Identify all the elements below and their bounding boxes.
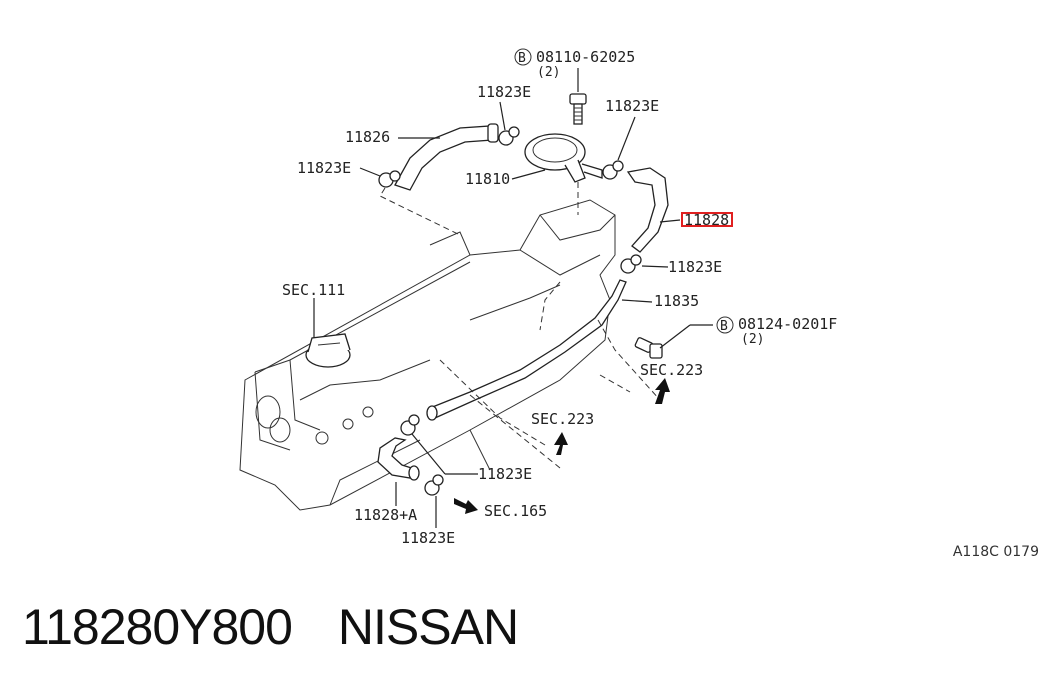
label-clamp-right-top: 11823E (605, 97, 659, 115)
callout-labels: B 08110-62025 (2) 11823E 11823E 11826 11… (282, 48, 837, 547)
clamp-bottom (424, 474, 444, 496)
highlight-box (681, 212, 733, 227)
parts-diagram: B 08110-62025 (2) 11823E 11823E 11826 11… (239, 48, 837, 547)
label-bolt-top-qty: (2) (537, 65, 560, 80)
clamp-left (378, 170, 401, 188)
label-clamp-mid-right: 11823E (668, 258, 722, 276)
pcv-valve-11810 (524, 133, 603, 183)
clamp-mid-right (620, 254, 642, 274)
bolt-symbol-right: B (720, 319, 728, 334)
hose-11826 (394, 123, 499, 191)
label-hose-11828: 11828 (684, 211, 729, 229)
label-bolt-top: 08110-62025 (536, 48, 635, 66)
label-sec-111: SEC.111 (282, 281, 345, 299)
label-sec-165: SEC.165 (484, 502, 547, 520)
clamp-left-top (498, 126, 520, 146)
hose-11828a (377, 437, 420, 481)
arrow-down-right-icon (454, 498, 478, 514)
label-bolt-right: 08124-0201F (738, 315, 837, 333)
bolt-symbol-circle-top (514, 48, 532, 66)
label-clamp-low: 11823E (478, 465, 532, 483)
label-bolt-right-qty: (2) (741, 332, 764, 347)
brand-name: NISSAN (337, 599, 519, 655)
clamp-right-top (602, 160, 624, 180)
part-number: 118280Y800 (22, 599, 293, 655)
label-clamp-bottom: 11823E (401, 529, 455, 547)
label-clamp-left-top: 11823E (477, 83, 531, 101)
oil-filler-cap (305, 333, 351, 368)
footer-title: 118280Y800 NISSAN (22, 598, 519, 658)
bolt-right (634, 337, 663, 359)
label-clamp-left: 11823E (297, 159, 351, 177)
label-sec-223-right: SEC.223 (640, 361, 703, 379)
dashed-lines (379, 182, 661, 469)
arrows (454, 378, 670, 514)
bolt-top (569, 93, 587, 125)
clamp-low (400, 414, 420, 436)
arrow-up-right-icon (655, 378, 670, 404)
diagram-code: A118C 0179 (952, 544, 1039, 560)
label-sec-223-mid: SEC.223 (531, 410, 594, 428)
tube-11835 (426, 279, 627, 421)
bolt-symbol-top: B (518, 51, 526, 66)
label-valve-11810: 11810 (465, 170, 510, 188)
label-hose-11828a: 11828+A (354, 506, 417, 524)
label-tube-11835: 11835 (654, 292, 699, 310)
arrow-up-mid-icon (554, 432, 568, 455)
bolt-symbol-circle-right (716, 316, 734, 334)
hose-11828 (626, 167, 669, 253)
label-hose-11826: 11826 (345, 128, 390, 146)
leader-lines (313, 68, 713, 528)
clamp-group (378, 126, 642, 496)
